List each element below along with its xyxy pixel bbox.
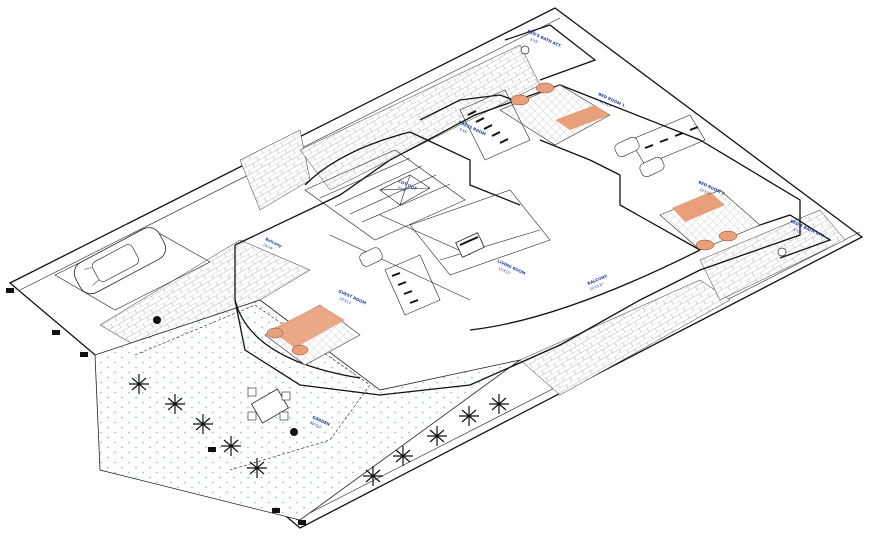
room-dim: 10'X13' <box>599 99 613 108</box>
shrub-icon <box>129 374 149 394</box>
label-balcony-right: BALCONY 20'X5'6" <box>587 273 609 291</box>
staircase <box>304 149 466 241</box>
bed-guest <box>264 304 361 366</box>
label-dress-room: DRESS ROOM 8'X6' <box>458 119 487 136</box>
label-cut-out: CUT OUT 5'X5' <box>397 178 418 193</box>
shrub-icon <box>247 458 267 478</box>
car-icon <box>73 227 167 295</box>
room-dim: 8'X6' <box>459 127 469 134</box>
shrub-icon <box>393 446 413 466</box>
house-walls <box>234 24 832 396</box>
room-dim: 10'X4' <box>262 243 274 251</box>
room-dim: 15'X15' <box>498 266 512 275</box>
room-dim: 30'X25' <box>309 421 323 430</box>
room-dim: 8'X5' <box>529 37 539 44</box>
room-dim: 10'X12' <box>699 187 713 196</box>
label-guest-room: GUEST ROOM 10'X12' <box>338 288 367 305</box>
garden-lawn <box>94 299 521 521</box>
shrub-icon <box>363 466 383 486</box>
room-dim: 10'X12' <box>339 296 353 305</box>
shrubs <box>129 374 509 486</box>
shrub-icon <box>489 394 509 414</box>
shrub-icon <box>193 414 213 434</box>
room-dim: 20'X5'6" <box>589 282 605 291</box>
bed-room-2 <box>659 189 761 251</box>
shrub-icon <box>165 394 185 414</box>
toilet-icon <box>520 45 787 257</box>
paving <box>99 44 846 396</box>
furniture <box>359 89 706 316</box>
dining-table-icon <box>247 387 291 424</box>
shrub-icon <box>459 406 479 426</box>
shrub-icon <box>221 436 241 456</box>
car-park <box>54 227 211 311</box>
bed-master <box>499 82 611 146</box>
shrub-icon <box>427 426 447 446</box>
room-dim: 5'X5' <box>397 186 407 193</box>
room-dim: 8'X5' <box>792 227 802 234</box>
label-bed-bath-top: BED'S BATH ATT. 8'X5' <box>527 28 563 48</box>
markers <box>6 288 306 525</box>
label-living-room: LIVING ROOM 15'X15' <box>497 258 527 275</box>
